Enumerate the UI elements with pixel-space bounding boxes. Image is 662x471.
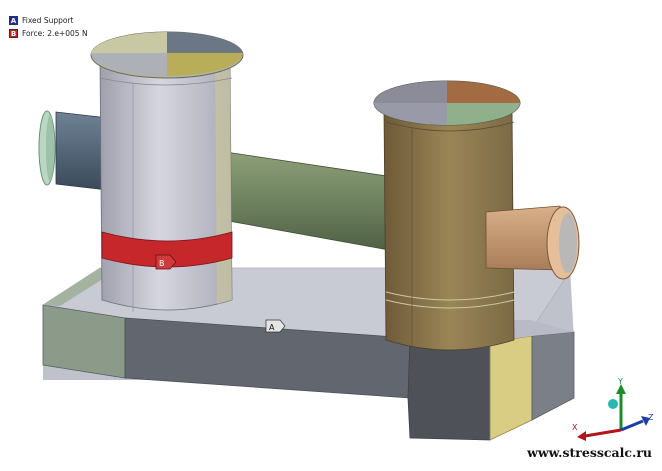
triad-origin-sphere [608,399,618,409]
left-post[interactable]: B [99,61,233,312]
watermark: www.stresscalc.ru [527,445,652,460]
support-marker-a [265,319,286,333]
force-band [101,231,233,268]
force-marker-b [155,254,177,270]
y-axis-label: Y [617,377,623,386]
left-stub[interactable] [38,110,109,191]
legend-label-force: Force: 2.e+005 N [22,29,88,38]
boundary-conditions-legend: A Fixed Support B Force: 2.e+005 N [9,14,88,40]
right-cap[interactable] [373,80,521,126]
legend-item-force[interactable]: B Force: 2.e+005 N [9,27,88,40]
z-axis-arrow [620,419,644,432]
right-post[interactable] [383,111,515,351]
z-axis-label: Z [648,413,654,422]
left-cap[interactable] [90,31,244,79]
x-axis-label: X [572,423,578,432]
legend-tag-a: A [9,16,18,25]
legend-item-fixed-support[interactable]: A Fixed Support [9,14,88,27]
support-marker-a-label: A [269,323,275,332]
axis-triad[interactable]: Y X Z [572,377,654,441]
x-axis-arrow [584,428,622,438]
force-marker-b-label: B [159,259,165,268]
legend-tag-b: B [9,29,18,38]
legend-label-fixed-support: Fixed Support [22,16,74,25]
right-stub[interactable] [485,205,580,280]
